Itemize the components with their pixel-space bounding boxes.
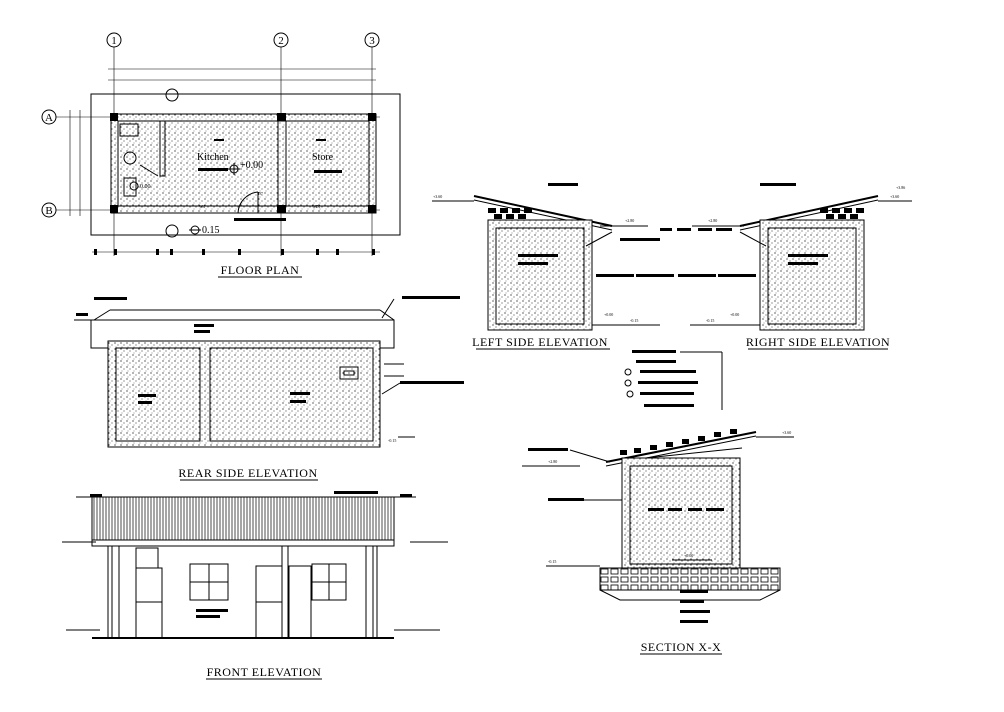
right-minus-level-label: -0.15 — [706, 318, 714, 323]
external-walls — [110, 113, 377, 214]
rear-bottom-level-label: -0.15 — [388, 438, 396, 443]
left-ridge-level-label: +3.60 — [433, 194, 442, 199]
title-rear-elevation: REAR SIDE ELEVATION — [178, 466, 317, 480]
grid-label-1: 1 — [111, 35, 117, 47]
left-eave-level-label: +2.80 — [625, 218, 634, 223]
title-floor-plan: FLOOR PLAN — [221, 263, 300, 277]
right-top-level-label: +3.86 — [896, 185, 905, 190]
front-roof-sheets — [91, 496, 395, 541]
right-eave-level-label: +2.80 — [708, 218, 717, 223]
title-front-elevation: FRONT ELEVATION — [207, 665, 322, 679]
left-side-elevation: +3.60 +0.00 -0.15 +2.80 LEFT SIDE ELEVAT… — [432, 183, 691, 350]
door-tag-d7: D7 — [258, 191, 263, 196]
window-tag-w4: W4 — [199, 204, 205, 209]
grid-label-3: 3 — [369, 35, 375, 47]
title-left-elevation: LEFT SIDE ELEVATION — [472, 335, 608, 349]
plinth-outline — [90, 93, 401, 236]
floor-plan: 1 2 3 A B — [41, 32, 401, 278]
grid-label-a: A — [45, 112, 53, 124]
wc-level-label: 0.00 — [140, 184, 151, 190]
rear-side-elevation: -0.15 REAR SIDE ELEVATION — [74, 296, 464, 481]
section-eave-level-label: +2.80 — [548, 459, 557, 464]
section-ridge-level-label: +3.60 — [782, 430, 791, 435]
grid-label-b: B — [45, 205, 52, 217]
right-floor-level-label: +0.00 — [730, 312, 739, 317]
right-ridge-level-label: +3.60 — [890, 194, 899, 199]
window-tag-wd1: WD1 — [312, 204, 321, 209]
grid-label-2: 2 — [278, 35, 284, 47]
section-minus-level-label: -0.15 — [548, 559, 556, 564]
section-floor-level-label: +0.00 — [684, 553, 693, 558]
title-right-elevation: RIGHT SIDE ELEVATION — [746, 335, 890, 349]
front-elevation: FRONT ELEVATION — [62, 491, 448, 680]
right-side-elevation: +3.60 +3.86 -0.15 +0.00 +2.80 RIGHT SIDE… — [678, 183, 912, 350]
left-minus-level-label: -0.15 — [630, 318, 638, 323]
left-floor-level-label: +0.00 — [604, 312, 613, 317]
plinth-level-label: 0.15 — [202, 225, 220, 236]
room-name-store: Store — [312, 152, 334, 163]
title-section-x-x: SECTION X-X — [641, 640, 722, 654]
kitchen-level-label: +0.00 — [240, 160, 263, 171]
room-name-kitchen: Kitchen — [197, 152, 229, 163]
section-x-x: +3.60 +2.80 +0.00 -0.15 SECTION X-X — [522, 350, 794, 655]
